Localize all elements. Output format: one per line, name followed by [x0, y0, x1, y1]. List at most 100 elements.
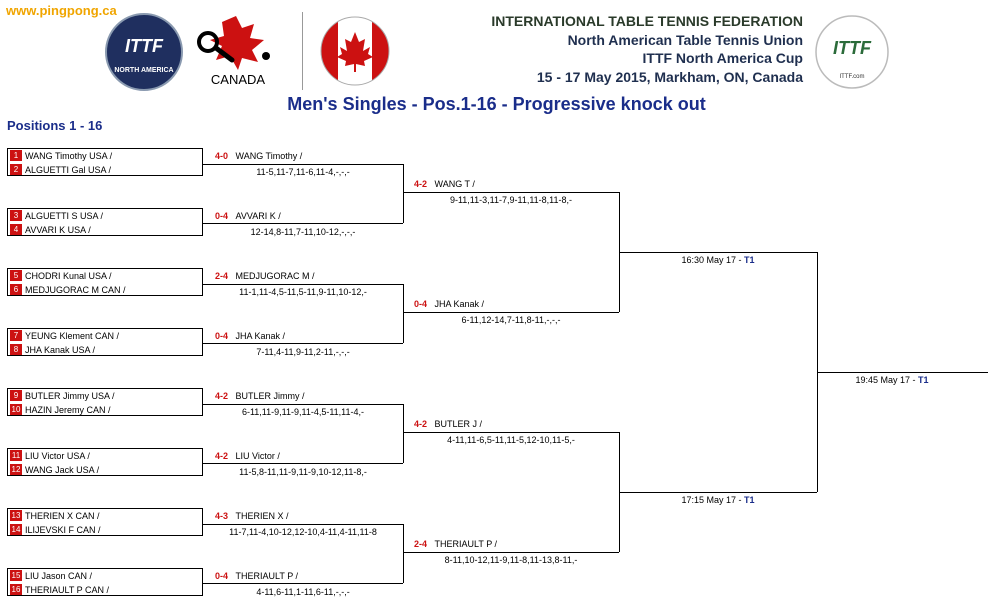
player-name: AVVARI K USA / — [25, 225, 91, 235]
match-time: 17:15 May 17 - T1 — [619, 495, 817, 505]
match-time: 16:30 May 17 - T1 — [619, 255, 817, 265]
final-time: 19:45 May 17 - T1 — [817, 375, 967, 385]
bracket-line — [403, 432, 619, 433]
logo-divider — [302, 12, 303, 90]
north-america-text: NORTH AMERICA — [114, 67, 173, 74]
ittf-north-america-logo: ITTF NORTH AMERICA — [104, 12, 184, 92]
winner-name: WANG T / — [434, 179, 475, 189]
match-result[interactable]: 4-0 WANG Timothy / — [215, 151, 302, 161]
winner-name: BUTLER J / — [434, 419, 483, 429]
winner-name: THERIAULT P / — [434, 539, 498, 549]
header-dates: 15 - 17 May 2015, Markham, ON, Canada — [536, 68, 803, 85]
game-scores: 4-11,11-6,5-11,11-5,12-10,11-5,- — [447, 435, 575, 445]
bracket-line — [403, 284, 404, 343]
match-result[interactable]: 0-4 JHA Kanak / — [215, 331, 285, 341]
game-scores: 11-1,11-4,5-11,5-11,9-11,10-12,- — [239, 287, 367, 297]
winner-name: THERIEN X / — [235, 511, 289, 521]
ittf-text: ITTF — [125, 36, 164, 56]
match-result[interactable]: 4-2 LIU Victor / — [215, 451, 280, 461]
seed-badge: 10 — [10, 404, 22, 415]
time-text: 17:15 May 17 - — [681, 495, 745, 505]
game-scores: 7-11,4-11,9-11,2-11,-,-,- — [256, 347, 350, 357]
game-scores: 11-5,11-7,11-6,11-4,-,-,- — [256, 167, 350, 177]
match-result[interactable]: 4-2 BUTLER Jimmy / — [215, 391, 305, 401]
player-name: MEDJUGORAC M CAN / — [25, 285, 126, 295]
ittf-logo: ITTF ITTF.com — [814, 14, 890, 90]
page-title: Men's Singles - Pos.1-16 - Progressive k… — [287, 94, 706, 114]
game-scores: 6-11,12-14,7-11,8-11,-,-,- — [461, 315, 561, 325]
seed-badge: 1 — [10, 150, 22, 161]
bracket-line — [403, 524, 404, 583]
section-title: Positions 1 - 16 — [7, 118, 103, 133]
match-result[interactable]: 2-4 THERIAULT P / — [414, 539, 497, 549]
player-name: CHODRI Kunal USA / — [25, 271, 112, 281]
seed-badge: 12 — [10, 464, 22, 475]
match-result[interactable]: 0-4 AVVARI K / — [215, 211, 281, 221]
site-link[interactable]: www.pingpong.ca — [6, 3, 117, 18]
match-score: 0-4 — [215, 571, 229, 581]
match-result[interactable]: 0-4 JHA Kanak / — [414, 299, 484, 309]
player-name: LIU Victor USA / — [25, 451, 90, 461]
seed-badge: 8 — [10, 344, 22, 355]
winner-name: JHA Kanak / — [434, 299, 485, 309]
game-scores: 4-11,6-11,1-11,6-11,-,-,- — [256, 587, 350, 597]
canada-flag-ball-icon — [318, 14, 392, 88]
match-score: 4-2 — [414, 419, 428, 429]
ittf-com-text: ITTF.com — [840, 74, 865, 80]
seed-badge: 14 — [10, 524, 22, 535]
bracket-line — [403, 164, 404, 223]
player-name: THERIEN X CAN / — [25, 511, 100, 521]
player-name: WANG Timothy USA / — [25, 151, 113, 161]
bracket-line — [403, 312, 619, 313]
game-scores: 9-11,11-3,11-7,9-11,11-8,11-8,- — [449, 195, 573, 205]
match-result[interactable]: 4-2 WANG T / — [414, 179, 475, 189]
winner-name: THERIAULT P / — [235, 571, 299, 581]
header-event: ITTF North America Cup — [642, 50, 804, 66]
match-score: 4-0 — [215, 151, 229, 161]
header-federation: INTERNATIONAL TABLE TENNIS FEDERATION — [491, 13, 803, 29]
seed-badge: 16 — [10, 584, 22, 595]
match-score: 4-3 — [215, 511, 229, 521]
game-scores: 8-11,10-12,11-9,11-8,11-13,8-11,- — [444, 555, 578, 565]
player-name: JHA Kanak USA / — [25, 345, 96, 355]
bracket-line — [403, 552, 619, 553]
seed-badge: 9 — [10, 390, 22, 401]
winner-name: WANG Timothy / — [235, 151, 303, 161]
match-result[interactable]: 0-4 THERIAULT P / — [215, 571, 298, 581]
table-label: T1 — [918, 375, 929, 385]
match-score: 2-4 — [215, 271, 229, 281]
seed-badge: 3 — [10, 210, 22, 221]
seed-badge: 13 — [10, 510, 22, 521]
match-result[interactable]: 4-2 BUTLER J / — [414, 419, 482, 429]
bracket-line — [403, 192, 619, 193]
ittf-right-text: ITTF — [833, 38, 872, 58]
bracket-line — [203, 164, 403, 165]
header-union: North American Table Tennis Union — [567, 31, 803, 48]
match-result[interactable]: 4-3 THERIEN X / — [215, 511, 289, 521]
match-result[interactable]: 2-4 MEDJUGORAC M / — [215, 271, 315, 281]
time-text: 16:30 May 17 - — [681, 255, 745, 265]
seed-badge: 2 — [10, 164, 22, 175]
